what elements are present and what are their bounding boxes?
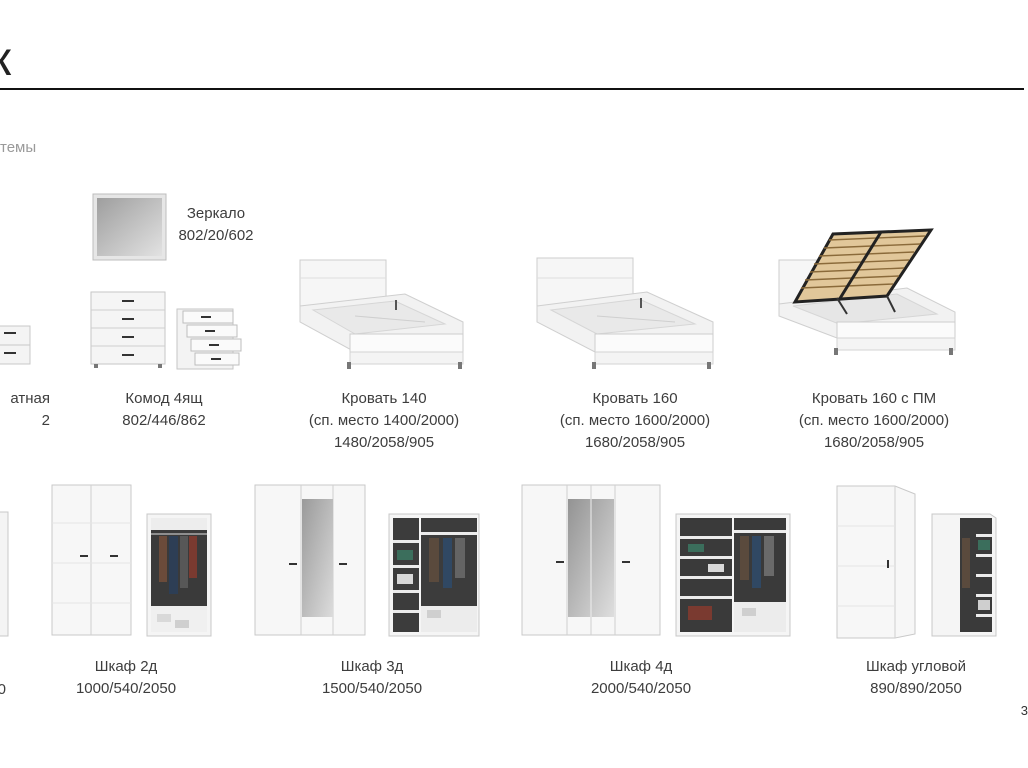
wardrobe4-name: Шкаф 4д	[609, 658, 673, 675]
partial-name-row1: атная	[10, 390, 50, 407]
bed140-name: Кровать 140	[341, 390, 427, 407]
bed160-caption: Кровать 160 (сп. место 1600/2000) 1680/2…	[545, 388, 725, 454]
bed160-sleep: (сп. место 1600/2000)	[559, 412, 711, 429]
dresser4-caption: Комод 4ящ 802/446/862	[104, 388, 224, 432]
corner-name: Шкаф угловой	[866, 658, 966, 675]
wardrobe3-caption: Шкаф 3д 1500/540/2050	[312, 656, 432, 700]
header-divider	[0, 88, 1024, 90]
mirror-caption: Зеркало 802/20/602	[158, 203, 274, 247]
wardrobe4-open-image	[675, 513, 791, 637]
corner-wardrobe-open-image	[931, 513, 997, 637]
dresser4-name: Комод 4ящ	[125, 390, 203, 407]
bed-160-lift-image	[778, 228, 956, 355]
wardrobe3-closed-image	[254, 484, 366, 636]
wardrobe3-name: Шкаф 3д	[340, 658, 404, 675]
page-title: к	[0, 33, 11, 86]
bed160-name: Кровать 160	[592, 390, 678, 407]
bed-140-image	[299, 259, 464, 369]
bed140-caption: Кровать 140 (сп. место 1400/2000) 1480/2…	[294, 388, 474, 454]
corner-dims: 890/890/2050	[870, 680, 962, 697]
bed160pm-caption: Кровать 160 с ПМ (сп. место 1600/2000) 1…	[784, 388, 964, 454]
dresser-front-image	[90, 291, 166, 368]
bed160pm-sleep: (сп. место 1600/2000)	[798, 412, 950, 429]
corner-caption: Шкаф угловой 890/890/2050	[856, 656, 976, 700]
partial-dims-row2: 0	[0, 681, 6, 698]
mirror-name: Зеркало	[186, 205, 246, 222]
partial-caption-row2: 0	[0, 679, 6, 701]
bed-160-image	[536, 257, 714, 369]
corner-wardrobe-closed-image	[836, 485, 916, 639]
mirror-image	[92, 193, 167, 261]
dresser4-dims: 802/446/862	[122, 412, 206, 429]
wardrobe2-name: Шкаф 2д	[94, 658, 158, 675]
wardrobe4-dims: 2000/540/2050	[590, 680, 692, 697]
bed160-dims: 1680/2058/905	[584, 434, 686, 451]
wardrobe2-caption: Шкаф 2д 1000/540/2050	[66, 656, 186, 700]
mirror-dims: 802/20/602	[178, 227, 254, 244]
bed160pm-name: Кровать 160 с ПМ	[811, 390, 937, 407]
wardrobe2-open-image	[146, 513, 212, 637]
partial-caption-row1: атная 2	[0, 388, 50, 432]
wardrobe4-closed-image	[521, 484, 661, 636]
partial-dims-row1: 2	[41, 412, 50, 429]
wardrobe4-caption: Шкаф 4д 2000/540/2050	[581, 656, 701, 700]
wardrobe2-dims: 1000/540/2050	[75, 680, 177, 697]
wardrobe3-dims: 1500/540/2050	[321, 680, 423, 697]
bed140-sleep: (сп. место 1400/2000)	[308, 412, 460, 429]
page-number: 3	[1020, 703, 1028, 718]
wardrobe2-closed-image	[51, 484, 132, 636]
wardrobe3-open-image	[388, 513, 480, 637]
dresser-open-image	[176, 308, 242, 370]
wardrobe-image-partial	[0, 511, 9, 637]
bed140-dims: 1480/2058/905	[333, 434, 435, 451]
page-subtitle: темы	[0, 139, 37, 156]
bed160pm-dims: 1680/2058/905	[823, 434, 925, 451]
